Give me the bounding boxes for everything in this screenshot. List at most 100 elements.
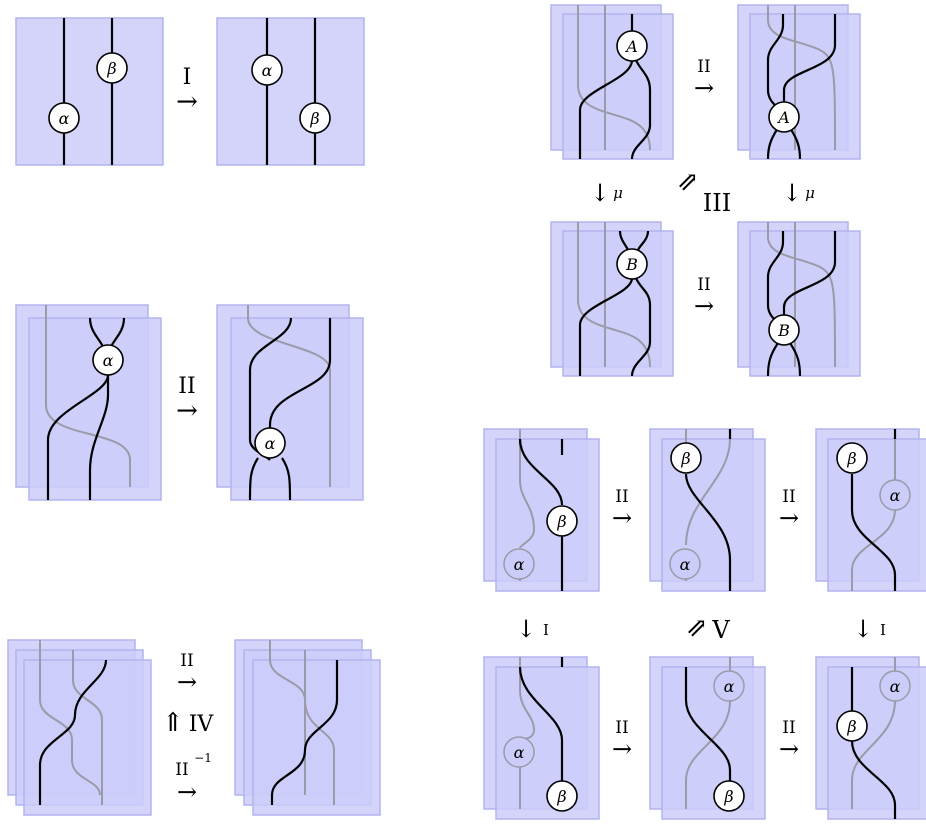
relation-label-IV: IV (189, 712, 215, 737)
sheet (216, 17, 365, 166)
relation-label: II (615, 718, 628, 738)
faded-strand (685, 438, 731, 546)
node-B (768, 314, 800, 346)
arrow-labels-IV: II → ⇑ IV II −1 → (162, 651, 214, 806)
panel-3-right (234, 639, 381, 816)
strand (850, 474, 897, 591)
strand (684, 667, 732, 781)
right-arrow: → (694, 74, 714, 102)
node-alpha (254, 427, 286, 459)
relation-label-small-I: I (880, 621, 886, 639)
relation-label-V: V (711, 616, 730, 644)
panel-4-top-right: A (737, 4, 861, 160)
strand (281, 457, 292, 501)
node-alpha-faded-label: α (514, 743, 525, 762)
node-beta-label: β (846, 717, 856, 736)
diagram-move-II: α II → α (15, 304, 364, 501)
relation-label-top: II (180, 651, 193, 671)
strand (578, 59, 634, 159)
panel-2-left: α (15, 304, 162, 501)
strand (618, 230, 630, 251)
faded-strand (851, 700, 896, 809)
arrow-label-hex-right: ↓ I (853, 615, 886, 643)
panel-1-left: α β (15, 17, 164, 166)
node-alpha-faded (879, 670, 911, 702)
relation-label-small-I: I (543, 621, 549, 639)
down-arrow: ↓ (853, 615, 873, 643)
relation-label: II (782, 718, 795, 738)
panel-4-top-left: A (550, 4, 674, 160)
node-A (768, 101, 800, 133)
relation-label: II (697, 57, 710, 77)
relation-label: II (782, 487, 795, 507)
relation-label-exponent: −1 (194, 751, 212, 765)
strand (46, 374, 110, 500)
strand (636, 230, 650, 251)
sheet-front (749, 230, 861, 377)
relation-label: I (183, 65, 192, 90)
arrow-label-I: I → (176, 65, 198, 117)
faded-strand (39, 640, 101, 796)
panel-5-top-3: α β (815, 428, 926, 592)
node-alpha-label: α (103, 351, 114, 370)
faded-strand (851, 509, 896, 591)
node-alpha-faded (503, 548, 535, 580)
up-double-arrow: ⇑ (162, 708, 184, 738)
faded-strand (577, 222, 651, 368)
panel-5-top-1: α β (483, 428, 600, 592)
node-B-label: B (625, 255, 638, 274)
diagram-move-IV: II → ⇑ IV II −1 → (7, 639, 381, 816)
right-arrow: → (694, 292, 714, 320)
node-beta-label: β (846, 449, 856, 468)
strand (630, 59, 652, 160)
node-beta-label: β (309, 109, 319, 128)
panel-5-bottom-1: α β (483, 656, 600, 820)
node-alpha-faded-label: α (890, 486, 901, 505)
strand (789, 342, 802, 377)
node-beta-label: β (680, 449, 690, 468)
node-alpha-faded-label: α (890, 677, 901, 696)
strand (38, 659, 108, 805)
mu-label: μ (805, 184, 815, 202)
faded-strand (685, 700, 731, 809)
strand (578, 277, 634, 376)
strand (766, 342, 779, 377)
right-arrow: → (779, 735, 799, 763)
strand (518, 438, 564, 506)
right-arrow: → (612, 504, 632, 532)
arrow-label-mu-left: ↓ μ (590, 179, 623, 207)
panel-5-top-2: α β (649, 428, 766, 592)
strand (630, 277, 652, 377)
node-A-label: A (776, 108, 790, 127)
arrow-label-V: ⇗ V (686, 613, 730, 644)
arrow-label-hex-bottom-2: II → (779, 718, 799, 763)
right-arrow: → (612, 735, 632, 763)
panel-3-left (7, 639, 152, 816)
node-alpha-faded-label: α (724, 677, 735, 696)
relation-label: II (697, 275, 710, 295)
sheet-front (562, 230, 674, 377)
arrow-label-top: II → (694, 57, 714, 102)
sheet-front (562, 13, 674, 160)
node-beta (713, 780, 745, 812)
node-alpha (48, 102, 80, 134)
right-arrow-top: → (177, 668, 197, 696)
panel-1-right: α β (216, 17, 365, 166)
sheet-front (28, 317, 162, 501)
sheet (15, 17, 164, 166)
node-alpha-faded (879, 479, 911, 511)
arrow-label-bottom: II → (694, 275, 714, 320)
node-beta (546, 505, 578, 537)
node-alpha-faded (669, 548, 701, 580)
relation-label: II (178, 374, 195, 399)
down-arrow: ↓ (516, 615, 536, 643)
node-alpha-faded (713, 670, 745, 702)
right-arrow: → (176, 87, 198, 117)
arrow-label-hex-top-2: II → (779, 487, 799, 532)
strand (248, 457, 259, 501)
arrow-label-hex-bottom-1: II → (612, 718, 632, 763)
arrow-label-hex-left: ↓ I (516, 615, 549, 643)
strand (782, 231, 837, 317)
relation-label-III: III (703, 189, 731, 217)
arrow-label-III: ⇗ III (677, 167, 731, 217)
